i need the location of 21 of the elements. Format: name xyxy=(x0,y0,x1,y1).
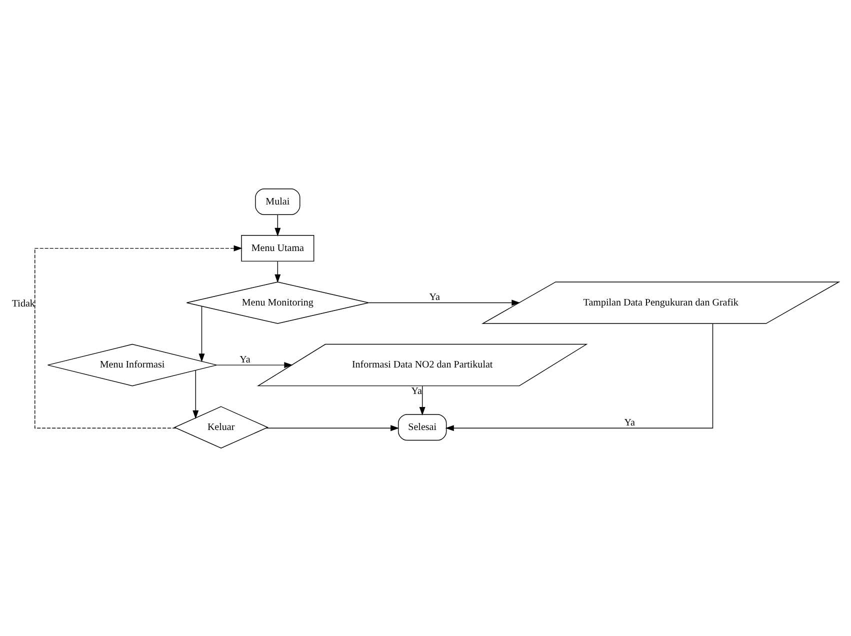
node-diamond: Menu Monitoring xyxy=(186,281,369,324)
node-box: Mulai xyxy=(255,188,300,214)
arrow xyxy=(274,260,281,282)
arrow xyxy=(266,424,400,431)
arrow xyxy=(192,370,199,418)
edge-label: Ya xyxy=(240,354,250,365)
edge-label: Ya xyxy=(411,386,422,397)
arrow xyxy=(419,385,426,416)
node-box: Menu Utama xyxy=(241,234,314,262)
arrow xyxy=(34,244,242,428)
node-diamond: Keluar xyxy=(174,406,269,448)
edge-label: Tidak xyxy=(12,298,35,309)
node-box: Selesai xyxy=(398,414,447,440)
arrow xyxy=(445,322,714,431)
arrow xyxy=(198,305,205,362)
node-diamond: Menu Informasi xyxy=(47,343,218,386)
arrow xyxy=(216,362,293,368)
arrow xyxy=(274,214,281,236)
edge-label: Ya xyxy=(429,292,440,303)
edge-label: Ya xyxy=(624,416,635,428)
arrow xyxy=(368,299,520,306)
